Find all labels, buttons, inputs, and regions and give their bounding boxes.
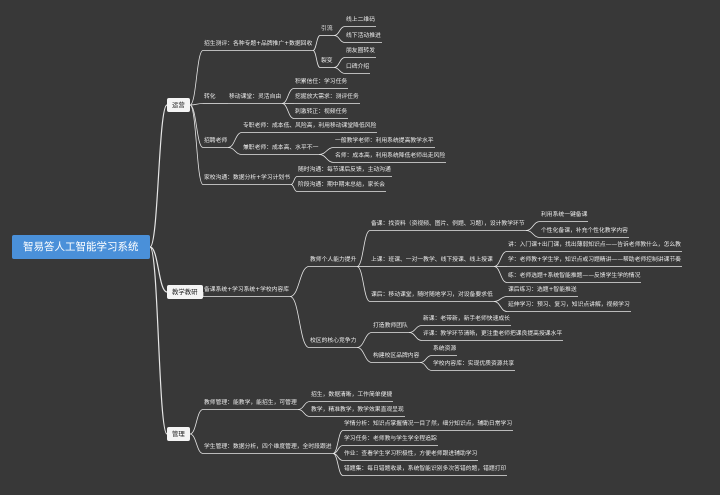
- mindmap-node-0-0-1-0[interactable]: 朋友圈转发: [346, 48, 375, 54]
- branch-line: [289, 266, 310, 297]
- branch-line: [189, 103, 204, 106]
- mindmap-node-1-0-0-1-1[interactable]: 学：老师教+学生学，知识点或习题精讲——帮助老师控制讲课节奏: [508, 257, 681, 263]
- mindmap-node-0-2[interactable]: 招聘老师: [204, 138, 228, 144]
- branch-line: [289, 296, 310, 348]
- mindmap-node-0-1-0-0[interactable]: 积累信任：学习任务: [295, 79, 348, 85]
- branch-line: [525, 230, 541, 238]
- branch-line: [333, 57, 346, 68]
- mindmap-node-1-0-0-1-2[interactable]: 练：老师选题+系统智能推题——反馈学生学的情况: [508, 273, 641, 279]
- mindmap-node-1-0-1-0-0[interactable]: 新课：老带新，新手老师快速成长: [423, 316, 510, 322]
- branch-line: [493, 296, 508, 302]
- branch-topic-2[interactable]: 管理: [167, 427, 190, 442]
- root-topic[interactable]: 智易答人工智能学习系统: [12, 234, 150, 259]
- branch-line: [297, 409, 311, 417]
- main-branch-line: [149, 104, 168, 248]
- branch-line: [493, 301, 508, 312]
- branch-line: [332, 430, 344, 454]
- mindmap-node-0-3-0[interactable]: 随时沟通：每节课后反馈，主动沟通: [298, 167, 391, 173]
- mindmap-node-0-0-0-1[interactable]: 线下活动推进: [346, 33, 381, 39]
- branch-line: [290, 184, 298, 192]
- branch-line: [333, 67, 346, 74]
- main-branch-line: [149, 246, 168, 435]
- mindmap-node-0-0-0-0[interactable]: 线上二维码: [346, 17, 375, 23]
- branch-topic-1[interactable]: 教学教研: [167, 285, 203, 300]
- branch-line: [408, 325, 423, 333]
- branch-line: [333, 35, 346, 43]
- mindmap-node-1-0-1-0[interactable]: 打造教师团队: [373, 323, 408, 329]
- mindmap-node-0-3-1[interactable]: 阶段沟通：期中期末总结，家长会: [298, 182, 385, 188]
- mindmap-node-2-1-1[interactable]: 学习任务：老师教与学生学全程追踪: [344, 436, 437, 442]
- mindmap-node-1-0[interactable]: 备课系统+学习系统+学校内容库: [204, 287, 290, 293]
- mindmap-node-0-0-0[interactable]: 引流: [321, 26, 333, 32]
- branch-line: [227, 132, 243, 148]
- branch-line: [356, 332, 373, 348]
- branch-line: [419, 355, 433, 363]
- mindmap-node-0-1-0[interactable]: 移动课堂：灵活自由: [229, 94, 282, 100]
- mindmap-node-1-0-1-1-1[interactable]: 学校内容库：实现优质资源共享: [433, 361, 515, 367]
- mindmap-node-2-1-0[interactable]: 学情分析：知识点掌握情况一目了然，细分知识点，辅助日常学习: [344, 421, 513, 427]
- branch-line: [333, 26, 346, 36]
- branch-line: [408, 332, 423, 341]
- mindmap-node-0-0-1[interactable]: 裂变: [321, 58, 333, 64]
- mindmap-node-1-0-0-1-0[interactable]: 讲：入门课+出门课，找出薄弱知识点——告诉老师教什么，怎么教: [508, 242, 681, 248]
- mindmap-node-1-0-1-0-1[interactable]: 评课：教学环节清晰，更注重老师把课良提高授课水平: [423, 331, 563, 337]
- mindmap-node-0-0-1-1[interactable]: 口碑介绍: [346, 64, 370, 70]
- mindmap-node-1-0-0-2[interactable]: 课后：移动课堂，随时随地学习，对设备要求低: [371, 292, 493, 298]
- mindmap-node-1-0-0-0-1[interactable]: 个性化备课，补充个性化教学内容: [541, 228, 628, 234]
- mindmap-node-2-0[interactable]: 教师管理：能教学，能招生，可管理: [204, 400, 297, 406]
- mindmap-node-1-0-0-0-0[interactable]: 利用系统一键备课: [541, 212, 588, 218]
- branch-line: [493, 251, 508, 267]
- mindmap-node-0-1-0-1[interactable]: 挖掘放大需求：测评任务: [295, 94, 359, 100]
- mindmap-node-1-0-0[interactable]: 教师个人能力提升: [310, 257, 357, 263]
- branch-line: [356, 347, 373, 363]
- branch-line: [189, 409, 204, 435]
- branch-line: [318, 147, 335, 155]
- mindmap-node-1-0-1-1[interactable]: 构建校区品牌内容: [373, 353, 420, 359]
- mindmap-node-0-2-0[interactable]: 专职老师：成本低、风险高，利用移动课堂降低风险: [243, 123, 377, 129]
- mindmap-node-2-1-3[interactable]: 错题集：每日错题收录，系统智能识别多次答错的题，错题打印: [344, 466, 507, 472]
- mindmap-node-1-0-0-2-0[interactable]: 课后练习：选题+智能推送: [508, 287, 577, 293]
- mindmap-node-0-2-1-1[interactable]: 名师：成本高，利用系统降低老师出走风险: [335, 153, 446, 159]
- mindmap-node-0-1-0-2[interactable]: 刺激转正：视频任务: [295, 109, 348, 115]
- mindmap-node-2-0-0[interactable]: 招生，数据清晰，工作简单便捷: [311, 392, 393, 398]
- branch-line: [525, 221, 541, 231]
- mindmap-node-0-2-1-0[interactable]: 一般教学老师：利用系统提高教学水平: [335, 138, 434, 144]
- mindmap-node-1-0-0-1[interactable]: 上课：班课、一对一教学、线下授课、线上授课: [371, 257, 493, 263]
- branch-line: [356, 230, 371, 267]
- branch-line: [419, 362, 433, 371]
- branch-line: [297, 401, 311, 410]
- branch-line: [227, 147, 243, 155]
- mindmap-node-1-0-1-1-0[interactable]: 系统资源: [433, 346, 457, 352]
- branch-line: [332, 453, 344, 476]
- branch-line: [493, 266, 508, 283]
- branch-line: [281, 88, 295, 104]
- mindmap-node-0-2-1[interactable]: 兼职老师：成本高、水平不一: [243, 145, 319, 151]
- branch-line: [356, 266, 371, 302]
- branch-line: [189, 433, 204, 454]
- mindmap-node-1-0-1[interactable]: 校区的核心竞争力: [310, 338, 357, 344]
- mindmap-node-0-3[interactable]: 家校沟通：数据分析+学习计划书: [204, 175, 291, 181]
- mindmap-node-1-0-0-2-1[interactable]: 延伸学习：预习、复习，知识点讲解，视频学习: [508, 302, 630, 308]
- branch-line: [312, 50, 321, 68]
- mindmap-node-2-1-2[interactable]: 作业：查看学生学习积极性，方便老师跟进辅助学习: [344, 451, 478, 457]
- branch-line: [281, 103, 295, 119]
- mindmap-node-2-0-1[interactable]: 教学，精准教学，教学效果直观呈现: [311, 407, 404, 413]
- mindmap-node-0-0[interactable]: 招生测评：各种专题+品牌推广+数据回收: [204, 41, 313, 47]
- mindmap-node-2-1[interactable]: 学生管理：数据分析，四个维度管理，全时段跟进: [204, 444, 332, 450]
- branch-line: [189, 50, 204, 106]
- mindmap-node-1-0-0-0[interactable]: 备课：找资料（资视频、图片、例题、习题），设计教学环节: [371, 221, 525, 227]
- main-branch-line: [149, 246, 168, 293]
- branch-line: [189, 104, 204, 185]
- branch-line: [318, 154, 335, 163]
- mindmap-node-0-1[interactable]: 转化: [204, 94, 216, 100]
- branch-line: [312, 35, 321, 51]
- branch-topic-0[interactable]: 运营: [167, 98, 190, 113]
